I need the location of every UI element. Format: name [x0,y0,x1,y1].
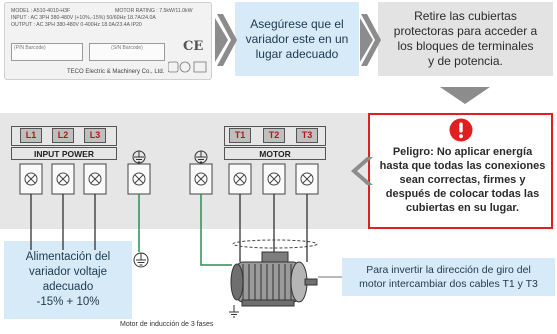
drive-nameplate: MODEL : A510-4010-H3F MOTOR RATING : 7.5… [4,2,212,80]
sn-barcode-box: (S/N Barcode) [89,43,165,61]
chevron-right-icon [361,14,381,66]
swap-indicator-arc [232,239,318,249]
terminal-label-l3: L3 [84,128,106,143]
remove-covers-note-box: Retire las cubiertas protectoras para ac… [378,2,553,76]
nameplate-output: OUTPUT : AC 3PH 380-480V 0-400Hz 18.0A/2… [11,22,142,28]
ground-icon [229,305,239,318]
location-note-text: Asegúrese que el variador este en un lug… [245,16,349,61]
ground-icon [194,150,208,164]
nameplate-model: MODEL : A510-4010-H3F [11,8,71,14]
motor-leads [239,194,308,262]
nameplate-company: TECO Electric & Machinery Co., Ltd. [67,69,165,75]
screw-terminal-t2 [262,163,286,195]
danger-warning-text: Peligro: No aplicar energía hasta que to… [379,146,546,214]
terminal-label-t3: T3 [296,128,318,143]
output-terminal-frame [224,126,326,146]
supply-voltage-note-box: Alimentación del variador voltaje adecua… [4,241,132,319]
terminal-label-l1: L1 [20,128,42,143]
input-power-label: INPUT POWER [11,147,117,160]
pn-barcode-box: (P/N Barcode) [11,43,83,61]
ground-icon [132,150,146,164]
arrow-down-icon [440,87,490,104]
remove-covers-note-text: Retire las cubiertas protectoras para ac… [393,9,538,68]
nameplate-input: INPUT : AC 3PH 380-480V (+10%,-15%) 50/6… [11,15,156,21]
screw-terminal-l3 [83,163,107,195]
motor-label: Motor de inducción de 3 fases [120,321,214,328]
warning-exclamation-icon [449,118,473,142]
reverse-rotation-note-text: Para invertir la dirección de giro del m… [359,264,538,290]
danger-warning-box: Peligro: No aplicar energía hasta que to… [368,113,553,229]
ground-icon [133,252,149,268]
chevron-right-icon [215,18,228,62]
ce-mark: CE [183,39,204,54]
screw-terminal-l1 [19,163,43,195]
chevron-right-icon [360,18,373,62]
chevron-right-icon [217,14,237,66]
screw-terminal-ground-input [127,163,151,195]
terminal-label-t2: T2 [263,128,285,143]
induction-motor-icon [230,251,318,307]
location-note-box: Asegúrese que el variador este en un lug… [235,2,359,76]
screw-terminal-l2 [51,163,75,195]
certification-icons [168,61,207,73]
supply-voltage-note-text: Alimentación del variador voltaje adecua… [25,251,111,308]
reverse-rotation-note-box: Para invertir la dirección de giro del m… [342,258,555,296]
terminal-label-l2: L2 [52,128,74,143]
screw-terminal-t1 [228,163,252,195]
supply-wires [30,194,96,250]
motor-group-label: MOTOR [224,147,326,160]
screw-terminal-t3 [295,163,319,195]
input-terminal-frame [11,126,117,146]
chevron-left-icon [351,157,373,185]
nameplate-motor-rating: MOTOR RATING : 7.5kW/11.0kW [115,8,193,14]
motor-ground-wire [200,194,232,266]
screw-terminal-ground-output [189,163,213,195]
terminal-label-t1: T1 [229,128,251,143]
